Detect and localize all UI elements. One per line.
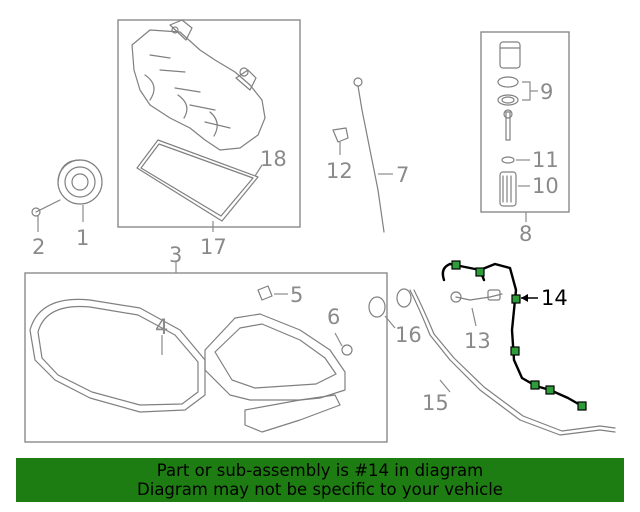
callout-16: 16 [395, 323, 422, 347]
crank-pulley-drawing [31, 159, 103, 217]
callout-17: 17 [200, 235, 227, 259]
callout-5: 5 [290, 283, 303, 307]
callout-14: 14 [541, 286, 568, 310]
callout-6: 6 [327, 305, 340, 329]
gasket-18 [136, 139, 259, 222]
group-box-3 [24, 272, 388, 443]
wiring-harness-14[interactable] [441, 260, 587, 411]
callout-4: 4 [155, 315, 168, 339]
oil-pan-drawing [29, 285, 353, 433]
harness-connector [510, 346, 520, 356]
oil-filter-drawing [497, 41, 521, 207]
intake-manifold-drawing [131, 19, 266, 222]
harness-connector [451, 260, 461, 270]
callout-1: 1 [76, 226, 89, 250]
dipstick-drawing [332, 77, 385, 233]
callout-11: 11 [532, 148, 559, 172]
group-box-8 [480, 31, 570, 213]
sensors-drawing [368, 288, 616, 436]
callout-18: 18 [260, 147, 287, 171]
callout-2: 2 [32, 235, 45, 259]
callout-7: 7 [396, 163, 409, 187]
harness-connector [577, 401, 587, 411]
harness-connector [545, 385, 555, 395]
harness-connector [511, 294, 521, 304]
callout-13: 13 [464, 329, 491, 353]
callout-8: 8 [519, 222, 532, 246]
harness-connector [530, 380, 540, 390]
harness-connector [475, 267, 485, 277]
callout-3: 3 [169, 243, 182, 267]
banner-line-2: Diagram may not be specific to your vehi… [137, 480, 503, 499]
group-box-17 [117, 19, 301, 228]
callout-9: 9 [540, 80, 553, 104]
callout-10: 10 [532, 174, 559, 198]
callout-12: 12 [326, 159, 353, 183]
info-banner: Part or sub-assembly is #14 in diagram D… [16, 458, 624, 502]
banner-line-1: Part or sub-assembly is #14 in diagram [156, 461, 484, 480]
callout-15: 15 [422, 391, 449, 415]
